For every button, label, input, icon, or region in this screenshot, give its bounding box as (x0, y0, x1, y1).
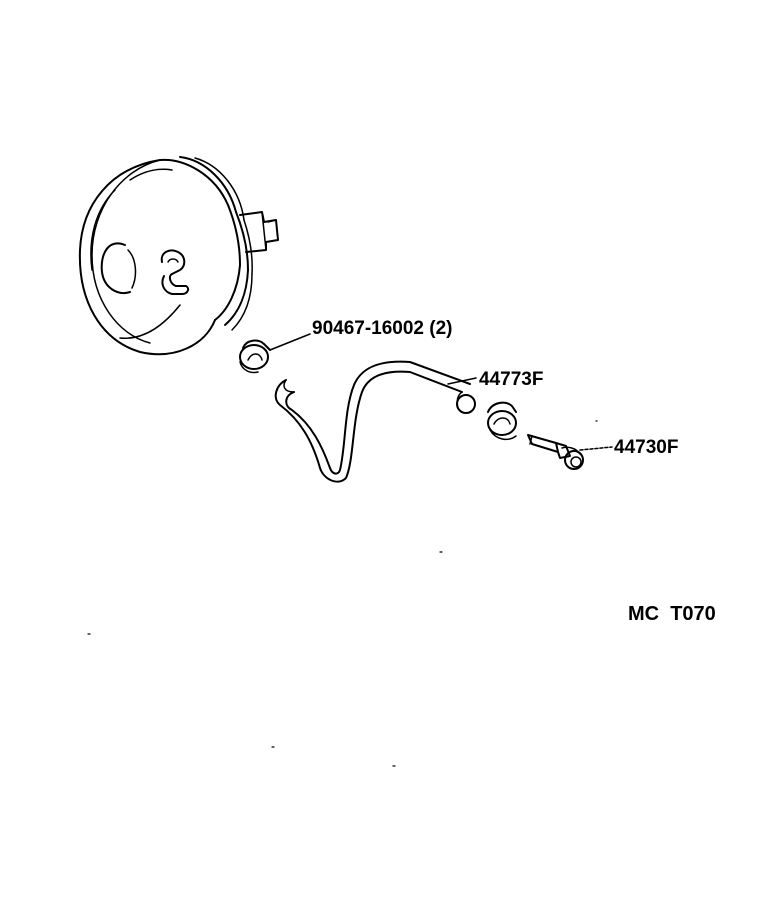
leader-line-hose (447, 377, 477, 385)
check-valve-icon (527, 434, 584, 470)
figure-code: MC T070 (628, 603, 716, 625)
leader-line-valve (579, 446, 613, 451)
hose-clip-2-icon (487, 401, 517, 441)
part-number-hose: 44773F (479, 369, 544, 390)
part-number-clip: 90467-16002 (2) (312, 318, 453, 339)
hose-clip-icon (239, 339, 271, 374)
brake-booster-icon (78, 156, 279, 356)
vacuum-hose-icon (274, 360, 476, 483)
part-number-check-valve: 44730F (614, 437, 679, 458)
leader-line-clip (269, 333, 311, 351)
scan-specks (87, 420, 598, 767)
